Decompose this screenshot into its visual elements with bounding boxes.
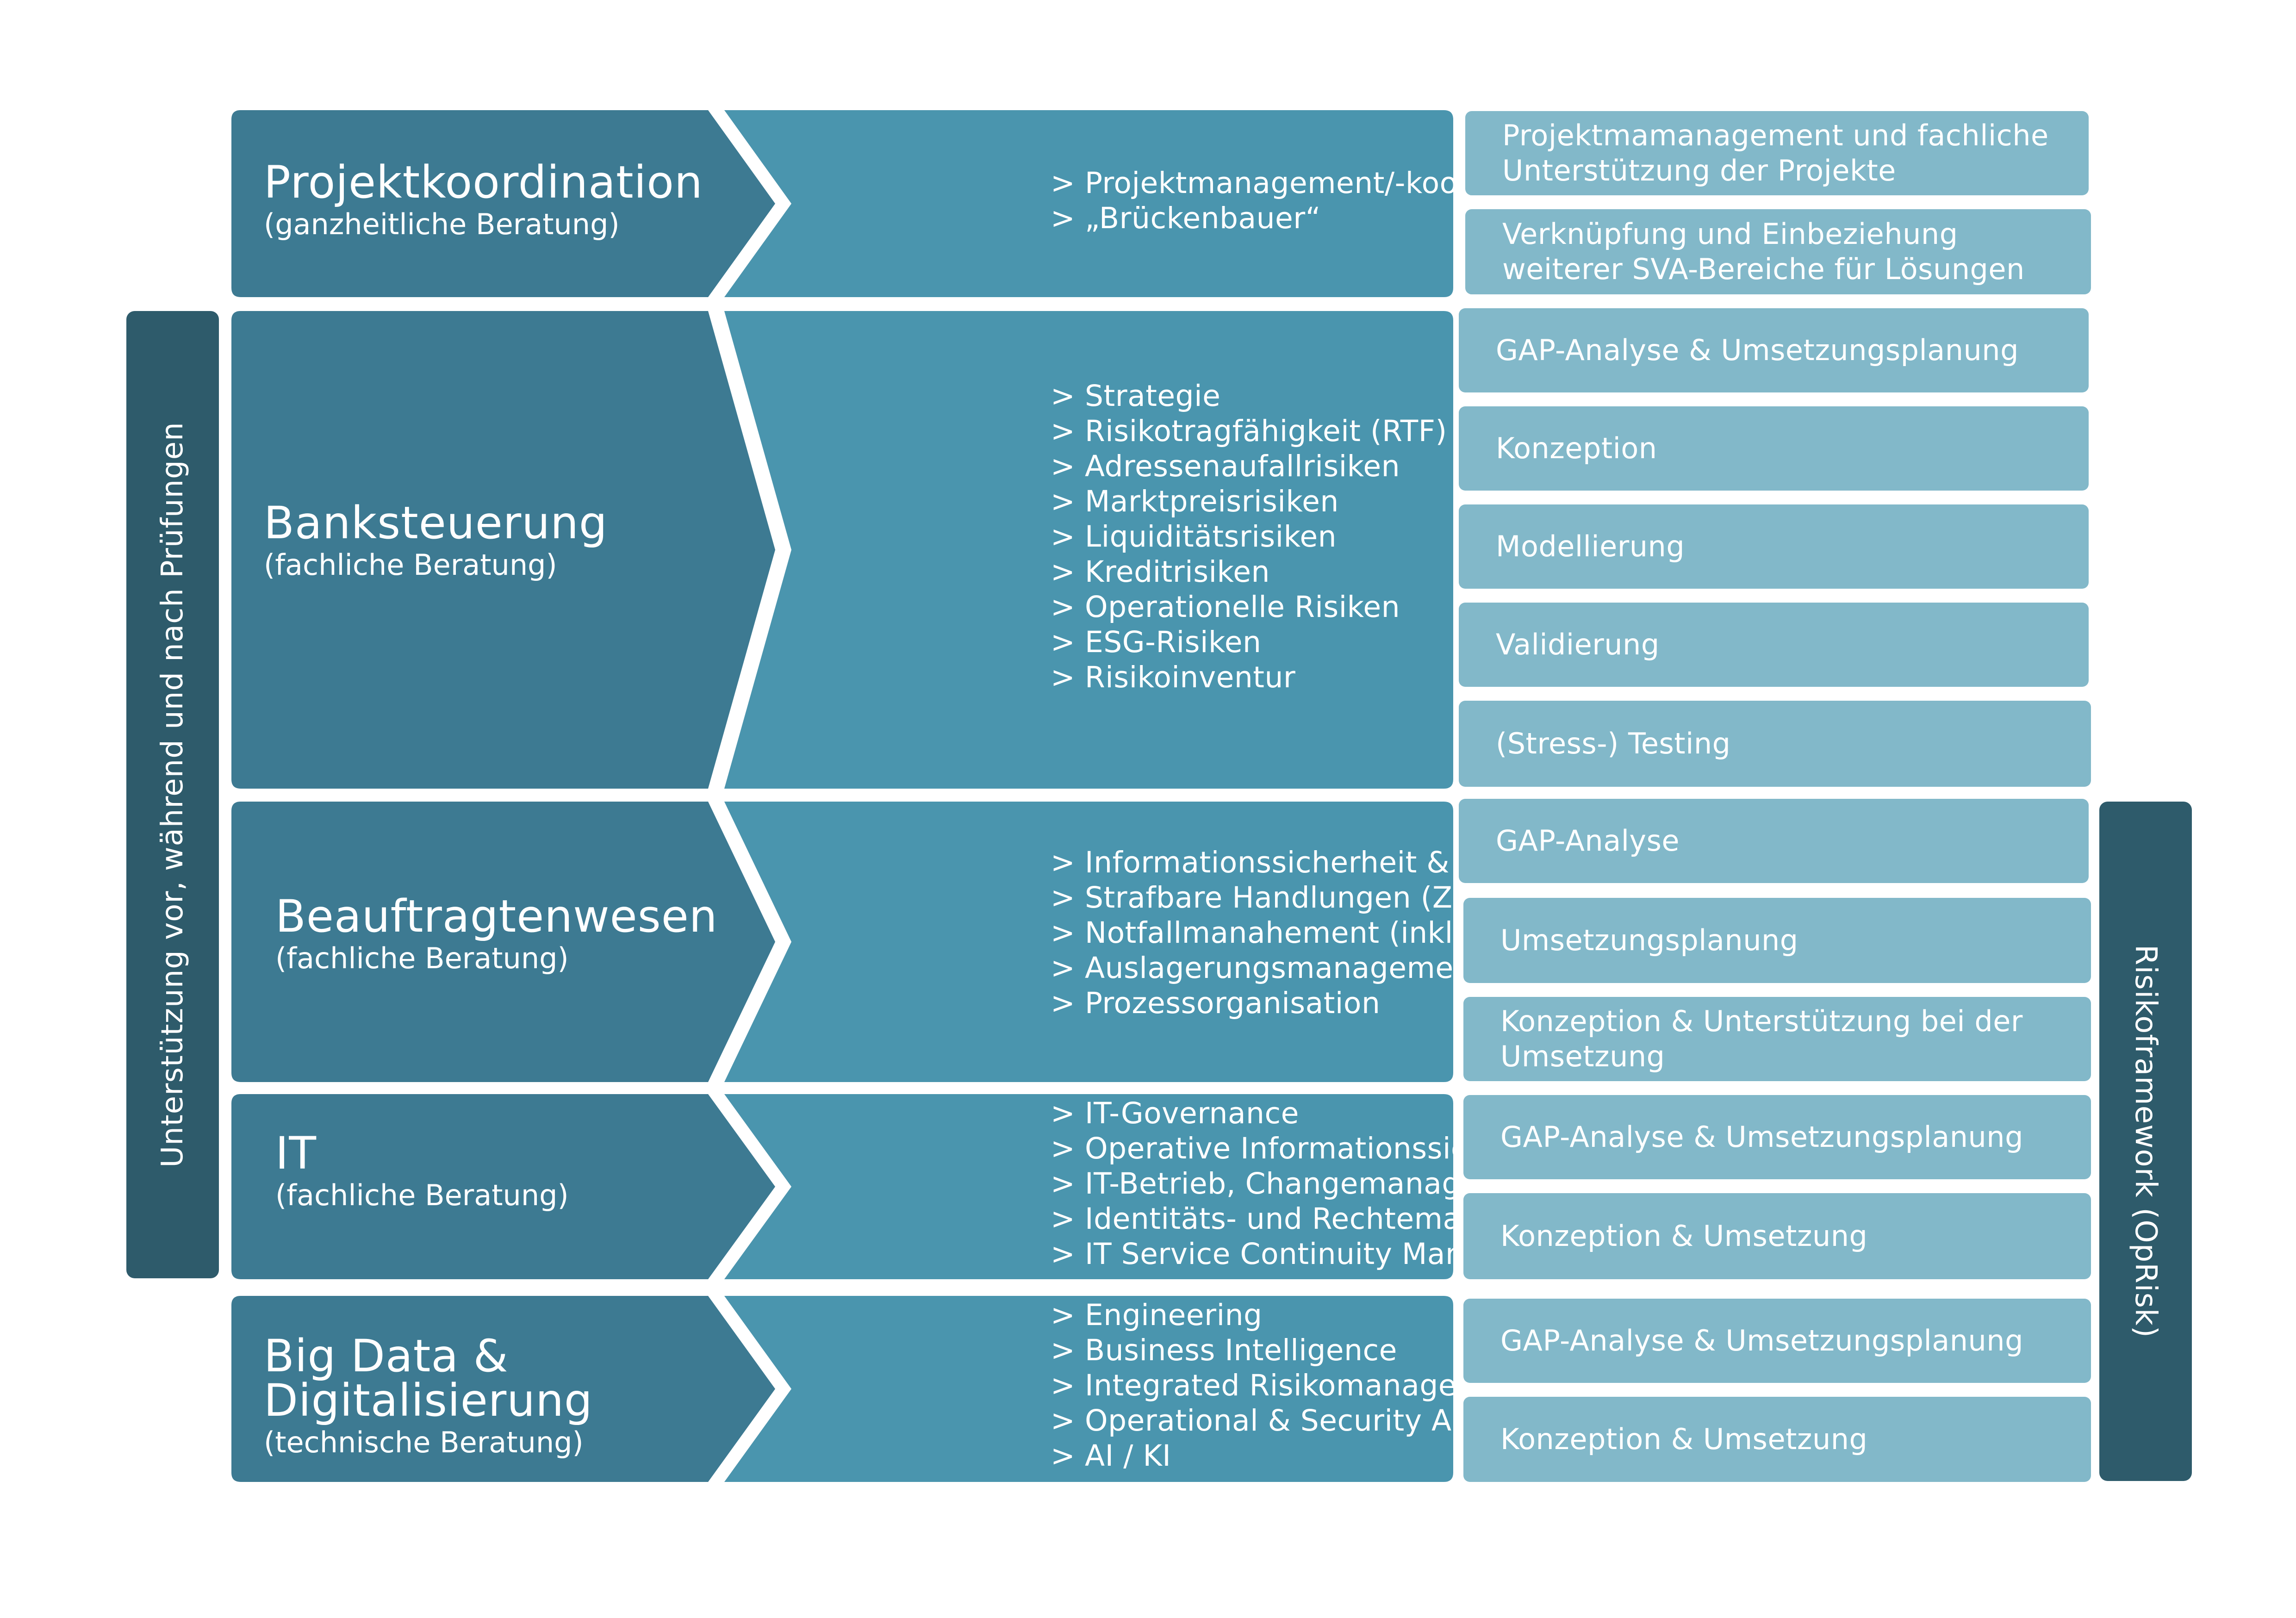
- row-arrow-graphic: [231, 110, 1453, 297]
- left-support-bar: Unterstützung vor, während und nach Prüf…: [126, 311, 219, 1278]
- row-subtitle: (fachliche Beratung): [264, 548, 557, 582]
- bullet-chevron-icon: >: [1051, 520, 1076, 554]
- bullet-chevron-icon: >: [1051, 916, 1076, 950]
- bullet-chevron-icon: >: [1051, 986, 1076, 1020]
- list-item: >Auslagerungsmanagement: [1051, 951, 1484, 985]
- bullet-chevron-icon: >: [1051, 1237, 1076, 1271]
- list-item: >„Brückenbauer“: [1051, 201, 1321, 235]
- bullet-chevron-icon: >: [1051, 881, 1076, 915]
- row-header: Beauftragtenwesen (fachliche Beratung): [275, 894, 718, 977]
- bullet-chevron-icon: >: [1051, 1369, 1076, 1402]
- row-item-list: >Informationssicherheit & Datenschutz >S…: [1051, 845, 1662, 1021]
- list-item: >Business Intelligence: [1051, 1333, 1397, 1367]
- row-header: Banksteuerung (fachliche Beratung): [264, 501, 608, 583]
- row-arrow-graphic: [231, 802, 1453, 1082]
- row-arrow-graphic: [231, 1094, 1453, 1279]
- result-box: GAP-Analyse & Umsetzungsplanung: [1459, 308, 2089, 392]
- list-item: >Engineering: [1051, 1298, 1263, 1332]
- list-item: >Liquiditätsrisiken: [1051, 520, 1337, 554]
- bullet-chevron-icon: >: [1051, 1096, 1076, 1130]
- bullet-chevron-icon: >: [1051, 379, 1076, 413]
- row-subtitle: (technische Beratung): [264, 1425, 584, 1459]
- row-header: IT (fachliche Beratung): [275, 1131, 569, 1214]
- result-box: Modellierung: [1459, 504, 2089, 589]
- list-item: >Kreditrisiken: [1051, 555, 1270, 589]
- result-box: Validierung: [1459, 603, 2089, 687]
- bullet-chevron-icon: >: [1051, 951, 1076, 985]
- bullet-chevron-icon: >: [1051, 590, 1076, 624]
- bullet-chevron-icon: >: [1051, 660, 1076, 694]
- bullet-chevron-icon: >: [1051, 1333, 1076, 1367]
- result-box: Verknüpfung und Einbeziehung weiterer SV…: [1465, 209, 2091, 294]
- result-box: Projektmamanagement und fachliche Unters…: [1465, 111, 2089, 195]
- row-header: Projektkoordination (ganzheitliche Berat…: [264, 160, 703, 243]
- bullet-chevron-icon: >: [1051, 1202, 1076, 1236]
- row-item-list: >Strategie >Risikotragfähigkeit (RTF) >A…: [1051, 379, 1447, 695]
- list-item: >Prozessorganisation: [1051, 986, 1381, 1020]
- list-item: >Operationelle Risiken: [1051, 590, 1400, 624]
- row-title: Beauftragtenwesen: [275, 890, 718, 942]
- bullet-chevron-icon: >: [1051, 166, 1076, 200]
- right-framework-bar-label: Risikoframework (OpRisk): [2128, 945, 2163, 1338]
- list-item: >Adressenaufallrisiken: [1051, 449, 1400, 483]
- list-item: >Strategie: [1051, 379, 1221, 413]
- bullet-chevron-icon: >: [1051, 846, 1076, 879]
- row-arrow-graphic: [231, 1296, 1453, 1482]
- list-item: >Risikotragfähigkeit (RTF): [1051, 414, 1447, 448]
- bullet-chevron-icon: >: [1051, 485, 1076, 518]
- list-item: >Risikoinventur: [1051, 660, 1296, 694]
- row-subtitle: (fachliche Beratung): [275, 941, 569, 975]
- result-box: Konzeption & Umsetzung: [1463, 1193, 2091, 1279]
- result-box: Konzeption: [1459, 406, 2089, 491]
- row-title: IT: [275, 1127, 317, 1179]
- row-title: Projektkoordination: [264, 156, 703, 208]
- result-box: (Stress-) Testing: [1459, 701, 2091, 787]
- list-item: >IT-Governance: [1051, 1096, 1299, 1130]
- bullet-chevron-icon: >: [1051, 449, 1076, 483]
- bullet-chevron-icon: >: [1051, 414, 1076, 448]
- bullet-chevron-icon: >: [1051, 1439, 1076, 1473]
- result-box: GAP-Analyse & Umsetzungsplanung: [1463, 1095, 2091, 1179]
- bullet-chevron-icon: >: [1051, 1167, 1076, 1201]
- row-beauftragtenwesen: Beauftragtenwesen (fachliche Beratung) >…: [231, 802, 1662, 1082]
- row-title: Banksteuerung: [264, 497, 608, 549]
- result-box: GAP-Analyse & Umsetzungsplanung: [1463, 1299, 2091, 1383]
- list-item: >Marktpreisrisiken: [1051, 485, 1339, 518]
- result-box: GAP-Analyse: [1459, 799, 2089, 883]
- result-box: Konzeption & Unterstützung bei der Umset…: [1463, 997, 2091, 1081]
- row-header: Big Data & Digitalisierung (technische B…: [264, 1334, 593, 1461]
- row-title: Big Data & Digitalisierung: [264, 1330, 593, 1426]
- row-banksteuerung: Banksteuerung (fachliche Beratung) >Stra…: [231, 311, 1453, 789]
- left-support-bar-label: Unterstützung vor, während und nach Prüf…: [156, 422, 190, 1168]
- row-big-data-digitalisierung: Big Data & Digitalisierung (technische B…: [231, 1296, 1638, 1482]
- bullet-chevron-icon: >: [1051, 201, 1076, 235]
- row-it: IT (fachliche Beratung) >IT-Governance >…: [231, 1094, 1612, 1279]
- row-subtitle: (ganzheitliche Beratung): [264, 207, 620, 241]
- result-box: Umsetzungsplanung: [1463, 898, 2091, 983]
- bullet-chevron-icon: >: [1051, 1132, 1076, 1165]
- list-item: >AI / KI: [1051, 1439, 1171, 1473]
- list-item: >ESG-Risiken: [1051, 625, 1262, 659]
- result-box: Konzeption & Umsetzung: [1463, 1397, 2091, 1482]
- row-arrow-graphic: [231, 311, 1453, 789]
- bullet-chevron-icon: >: [1051, 555, 1076, 589]
- right-framework-bar: Risikoframework (OpRisk): [2099, 802, 2192, 1481]
- bullet-chevron-icon: >: [1051, 1404, 1076, 1438]
- row-subtitle: (fachliche Beratung): [275, 1178, 569, 1212]
- bullet-chevron-icon: >: [1051, 625, 1076, 659]
- row-projektkoordination: Projektkoordination (ganzheitliche Berat…: [231, 110, 1590, 297]
- bullet-chevron-icon: >: [1051, 1298, 1076, 1332]
